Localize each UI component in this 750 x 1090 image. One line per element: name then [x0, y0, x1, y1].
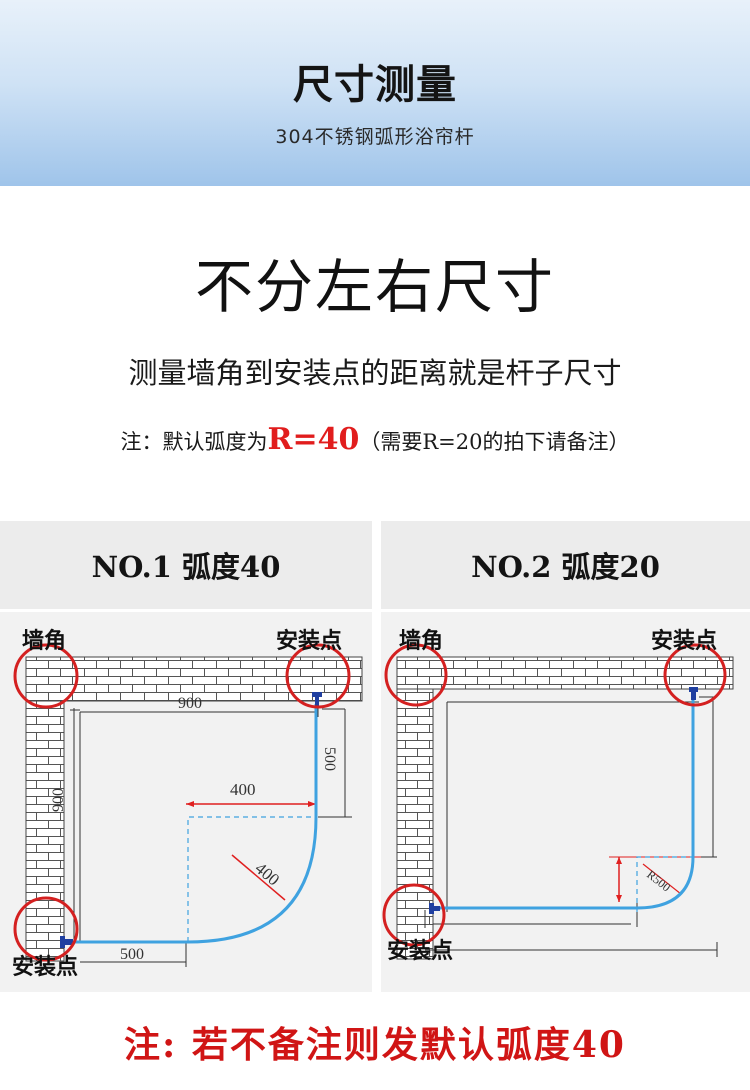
diagram-r40: 900 500 900 500 400 400 墙角 安装点 安装点: [0, 612, 372, 992]
top-wall: [25, 656, 363, 702]
dim-top: 900: [178, 695, 202, 712]
default-radius-note: 注：默认弧度为R=40（需要R=20的拍下请备注）: [0, 422, 750, 457]
highlight-circles: [13, 643, 351, 962]
dim-radius: 400: [251, 859, 283, 890]
curtain-rod: [437, 696, 695, 910]
radius-line: [231, 854, 286, 901]
top-wall: [396, 656, 734, 690]
note-suffix: （需要R=20的拍下请备注）: [359, 430, 630, 454]
dim-radius: R500: [644, 867, 673, 894]
label-corner: 墙角: [399, 628, 443, 654]
bracket-bottom-icon: [60, 936, 73, 948]
bracket-bottom-icon: [429, 903, 440, 914]
dim-offset: 400: [230, 780, 256, 799]
label-install-top: 安装点: [651, 628, 717, 654]
dimension-lines: [66, 702, 352, 967]
panel-2-heading: NO.2 弧度20: [381, 521, 750, 609]
guide-dashed: [636, 856, 693, 912]
dimension-lines: [424, 692, 718, 957]
highlight-circles: [382, 643, 727, 947]
bracket-top-icon: [689, 687, 698, 700]
note-prefix: 注：默认弧度为: [120, 430, 268, 454]
diagram-r20: R500 墙角 安装点 安装点: [381, 612, 750, 992]
header-banner: 尺寸测量 304不锈钢弧形浴帘杆: [0, 0, 750, 186]
bracket-top-icon: [312, 692, 322, 707]
label-install-bottom: 安装点: [387, 938, 453, 964]
diagram-r40-svg: 900 500 900 500 400 400 墙角 安装点 安装点: [12, 628, 363, 980]
guide-dashed: [187, 816, 316, 942]
curtain-rod: [66, 704, 318, 944]
radius-line: [642, 863, 682, 895]
left-wall: [396, 688, 434, 960]
label-corner: 墙角: [22, 628, 66, 654]
header-subtitle: 304不锈钢弧形浴帘杆: [275, 126, 475, 148]
label-install-top: 安装点: [276, 628, 342, 654]
description: 测量墙角到安装点的距离就是杆子尺寸: [128, 356, 622, 390]
headline: 不分左右尺寸: [194, 253, 555, 321]
left-wall: [25, 700, 65, 962]
dim-bottom: 500: [120, 946, 144, 963]
header-title: 尺寸测量: [293, 61, 457, 108]
note-highlight: R=40: [267, 422, 360, 457]
panel-1-heading: NO.1 弧度40: [0, 521, 372, 609]
label-install-bottom: 安装点: [12, 954, 78, 980]
dim-left: 900: [50, 788, 67, 812]
footer-note: 注: 若不备注则发默认弧度40: [124, 1024, 626, 1066]
dim-right: 500: [321, 747, 338, 771]
diagram-r20-svg: R500 墙角 安装点 安装点: [382, 628, 734, 964]
